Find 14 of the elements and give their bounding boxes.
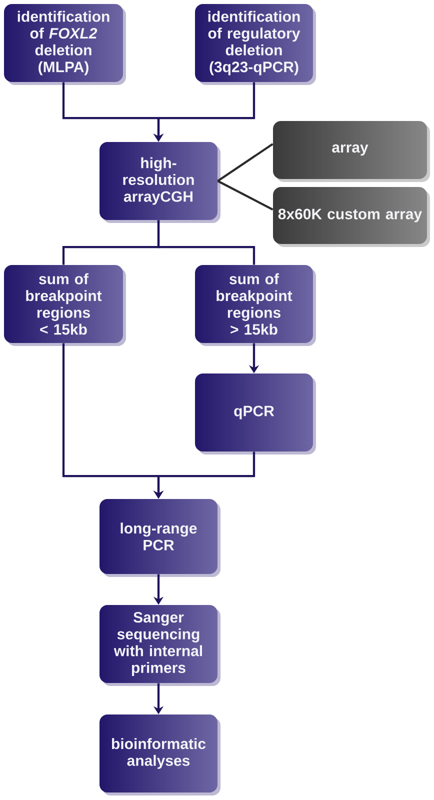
process-box: long-range PCR (100, 499, 220, 577)
process-box: identification of regulatory deletion (3q23-qPCR) (195, 4, 316, 85)
process-box: identification of FOXL2 deletion (MLPA) (4, 4, 126, 85)
process-box: sum of breakpoint regions > 15kb (195, 265, 316, 346)
connector-line (157, 220, 256, 265)
connector-line (217, 143, 274, 182)
process-box: Sanger sequencing with internal primers (100, 605, 220, 686)
process-box: sum of breakpoint regions < 15kb (4, 265, 126, 346)
process-box: bioinformatic analyses (100, 714, 220, 796)
connector-line (217, 180, 274, 210)
process-box: qPCR (195, 374, 316, 454)
info-box: 8x60K custom array (273, 187, 430, 247)
process-box: high-resolution arrayCGH (100, 142, 220, 223)
info-box: array (273, 121, 430, 182)
